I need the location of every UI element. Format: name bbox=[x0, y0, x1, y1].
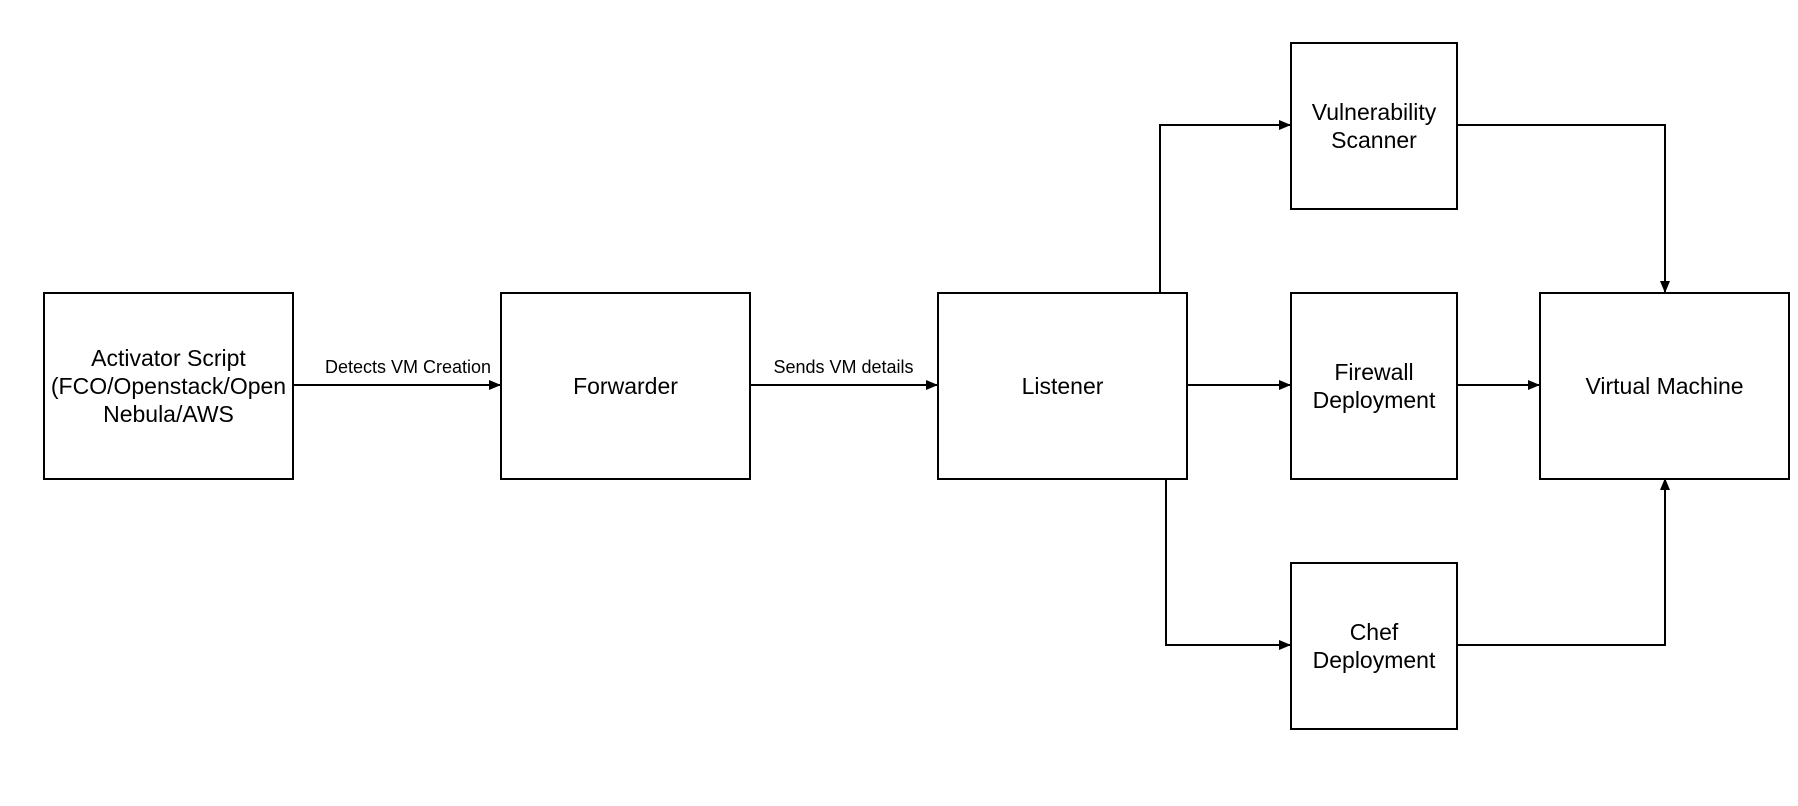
virtual-machine-label: Virtual Machine bbox=[1585, 373, 1744, 399]
edge-label-sends-vm-details: Sends VM details bbox=[766, 357, 921, 377]
arrow-listener-to-chef-deployment bbox=[1165, 479, 1291, 650]
arrow-vulnerability-scanner-to-vm bbox=[1457, 124, 1670, 293]
activator-script-label: Activator Script (FCO/Openstack/Open Neb… bbox=[50, 345, 287, 427]
firewall-deployment-box: Firewall Deployment bbox=[1290, 292, 1458, 480]
firewall-deployment-label: Firewall Deployment bbox=[1312, 359, 1436, 413]
arrow-listener-to-vulnerability-scanner bbox=[1159, 120, 1291, 292]
listener-label: Listener bbox=[1021, 373, 1104, 399]
vulnerability-scanner-box: Vulnerability Scanner bbox=[1290, 42, 1458, 210]
chef-deployment-box: Chef Deployment bbox=[1290, 562, 1458, 730]
chef-deployment-label: Chef Deployment bbox=[1312, 619, 1436, 673]
vulnerability-scanner-label: Vulnerability Scanner bbox=[1311, 99, 1437, 153]
listener-box: Listener bbox=[937, 292, 1188, 480]
virtual-machine-box: Virtual Machine bbox=[1539, 292, 1790, 480]
forwarder-box: Forwarder bbox=[500, 292, 751, 480]
activator-script-box: Activator Script (FCO/Openstack/Open Neb… bbox=[43, 292, 294, 480]
arrow-chef-deployment-to-vm bbox=[1457, 478, 1670, 646]
forwarder-label: Forwarder bbox=[573, 373, 678, 399]
edge-label-detects-vm-creation: Detects VM Creation bbox=[316, 357, 500, 377]
